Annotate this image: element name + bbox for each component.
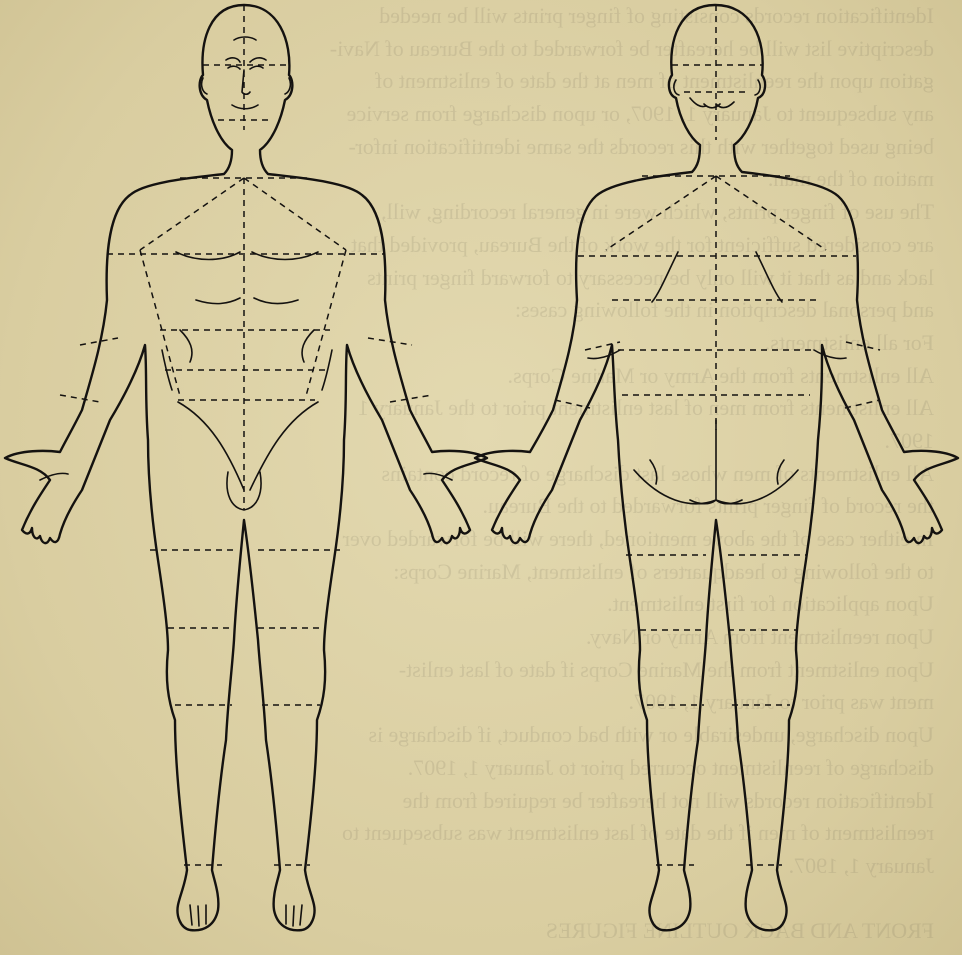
- front-body-outline: [5, 5, 487, 930]
- back-figure: [475, 5, 958, 930]
- front-region-lines: [60, 5, 432, 865]
- front-face-details: [202, 37, 291, 109]
- front-figure: [5, 5, 487, 930]
- front-chest-contours: [162, 252, 332, 510]
- back-details: [588, 80, 846, 504]
- back-region-lines: [555, 5, 880, 865]
